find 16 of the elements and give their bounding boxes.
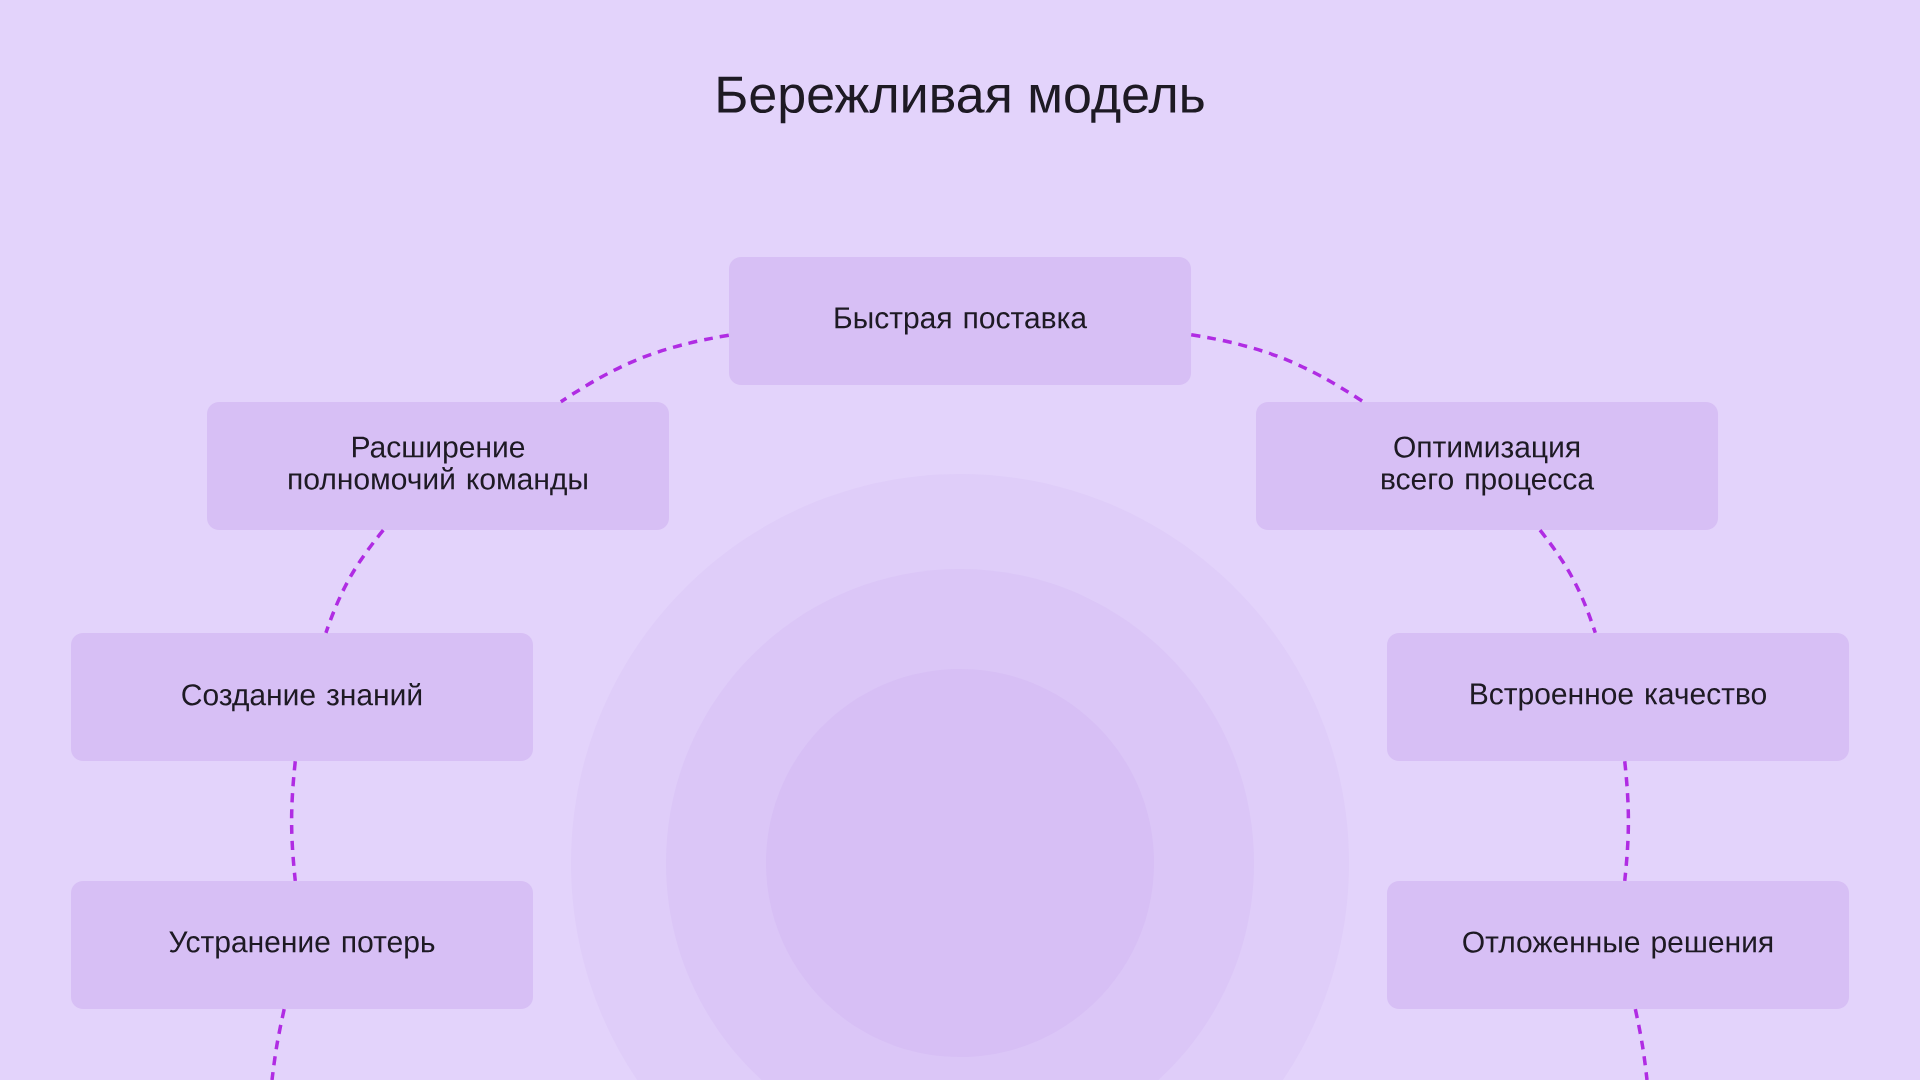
process-box: Расширение полномочий команды: [207, 402, 669, 530]
process-box: Создание знаний: [71, 633, 533, 761]
dashed-connector: [559, 333, 730, 404]
process-box: Оптимизация всего процесса: [1256, 402, 1718, 530]
dashed-connector: [1633, 1008, 1649, 1080]
process-box: Быстрая поставка: [729, 257, 1191, 385]
process-box: Устранение потерь: [71, 881, 533, 1009]
dashed-connector: [289, 761, 298, 881]
dashed-connector: [324, 529, 385, 634]
process-box: Отложенные решения: [1387, 881, 1849, 1009]
dashed-connector: [1538, 529, 1597, 634]
dashed-connector: [1623, 761, 1631, 881]
dashed-connector: [1190, 332, 1365, 404]
dashed-connector: [270, 1008, 286, 1080]
title: Бережливая модель: [718, 76, 1204, 124]
process-box: Встроенное качество: [1387, 633, 1849, 761]
